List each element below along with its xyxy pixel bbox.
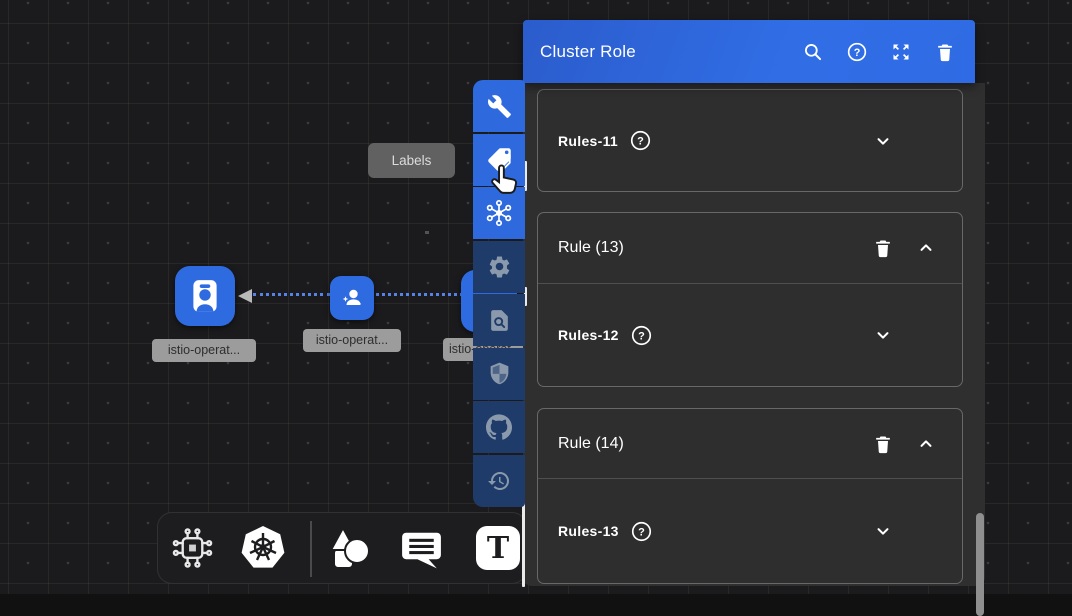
- help-icon[interactable]: ?: [630, 130, 651, 151]
- shapes-icon[interactable]: [324, 524, 372, 572]
- panel-header: Cluster Role ?: [523, 20, 975, 83]
- settings-button[interactable]: [473, 240, 525, 293]
- rule-card: Rule (14) Rules-13 ?: [537, 408, 963, 584]
- card-divider: [538, 478, 962, 479]
- help-icon[interactable]: ?: [847, 42, 867, 62]
- mesh-button[interactable]: [473, 187, 525, 239]
- labels-tooltip: Labels: [368, 143, 455, 178]
- doc-search-icon: [490, 309, 508, 331]
- bottom-toolbar: T: [157, 512, 527, 584]
- rule-label: Rule (13): [558, 239, 624, 256]
- kubernetes-icon[interactable]: [239, 524, 287, 572]
- rule-card: Rule (13) Rules-12 ?: [537, 212, 963, 387]
- canvas-node-serviceaccount[interactable]: [175, 266, 235, 326]
- mesh-hub-icon: [486, 199, 512, 227]
- rule-label: Rule (14): [558, 434, 624, 452]
- svg-text:?: ?: [854, 46, 861, 58]
- scroll-indicator[interactable]: [524, 161, 527, 191]
- help-icon[interactable]: ?: [631, 521, 652, 542]
- rules-label: Rules-13: [558, 523, 619, 539]
- rules-row[interactable]: Rules-11 ?: [538, 90, 962, 191]
- svg-text:T: T: [487, 531, 510, 566]
- edge-arrowhead: [238, 289, 252, 303]
- scroll-indicator[interactable]: [524, 287, 527, 306]
- cluster-role-panel: Rules-11 ? Rule (13): [523, 20, 985, 616]
- history-icon: [488, 471, 509, 490]
- svg-text:?: ?: [637, 135, 644, 147]
- text-tool-icon[interactable]: T: [475, 525, 521, 571]
- rules-label: Rules-11: [558, 132, 618, 149]
- chevron-down-icon[interactable]: [874, 522, 892, 540]
- search-icon[interactable]: [803, 42, 823, 62]
- wrench-icon: [487, 94, 511, 118]
- delete-icon[interactable]: [873, 434, 893, 454]
- chevron-up-icon[interactable]: [917, 239, 935, 257]
- history-button[interactable]: [473, 454, 525, 507]
- github-icon: [486, 414, 512, 440]
- scroll-indicator[interactable]: [522, 470, 525, 587]
- labels-icon: [487, 148, 511, 173]
- gear-icon: [489, 256, 509, 278]
- vertical-toolbar: [473, 80, 525, 507]
- circuit-chip-icon[interactable]: [169, 525, 216, 572]
- comment-icon[interactable]: [397, 524, 446, 573]
- rules-label: Rules-12: [558, 327, 619, 343]
- card-divider: [538, 283, 962, 284]
- delete-icon[interactable]: [873, 238, 893, 258]
- node-label: istio-operat...: [152, 339, 256, 362]
- tools-button[interactable]: [473, 80, 525, 132]
- labels-button[interactable]: [473, 133, 525, 186]
- node-label: istio-operat...: [303, 329, 401, 352]
- rule-header-row[interactable]: Rule (13): [538, 213, 962, 283]
- user-sparkle-icon: [342, 289, 361, 305]
- panel-scrollbar[interactable]: [976, 513, 984, 616]
- chevron-down-icon[interactable]: [874, 132, 892, 150]
- canvas-node-clusterrole[interactable]: [330, 276, 374, 320]
- panel-header-actions: ?: [803, 42, 975, 62]
- canvas-artifact-dot: [425, 231, 429, 234]
- tooltip-text: Labels: [391, 153, 432, 168]
- rules-row[interactable]: Rules-13 ?: [538, 479, 962, 583]
- expand-icon[interactable]: [891, 42, 911, 62]
- github-button[interactable]: [473, 401, 525, 453]
- delete-icon[interactable]: [935, 42, 955, 62]
- doc-search-button[interactable]: [473, 294, 525, 346]
- security-button[interactable]: [473, 347, 525, 400]
- rules-card: Rules-11 ?: [537, 89, 963, 192]
- edge-dotted-2: [376, 293, 463, 296]
- chevron-down-icon[interactable]: [874, 326, 892, 344]
- svg-text:?: ?: [638, 330, 645, 342]
- service-account-badge-icon: [193, 280, 217, 312]
- rules-row[interactable]: Rules-12 ?: [538, 284, 962, 386]
- svg-text:?: ?: [638, 526, 645, 538]
- panel-title: Cluster Role: [540, 41, 636, 61]
- help-icon[interactable]: ?: [631, 325, 652, 346]
- rule-header-row[interactable]: Rule (14): [538, 409, 962, 478]
- edge-dotted-1: [253, 293, 330, 296]
- shield-icon: [490, 362, 508, 385]
- panel-body: Rules-11 ? Rule (13): [523, 83, 985, 616]
- toolbar-divider: [310, 521, 312, 577]
- chevron-up-icon[interactable]: [917, 435, 935, 453]
